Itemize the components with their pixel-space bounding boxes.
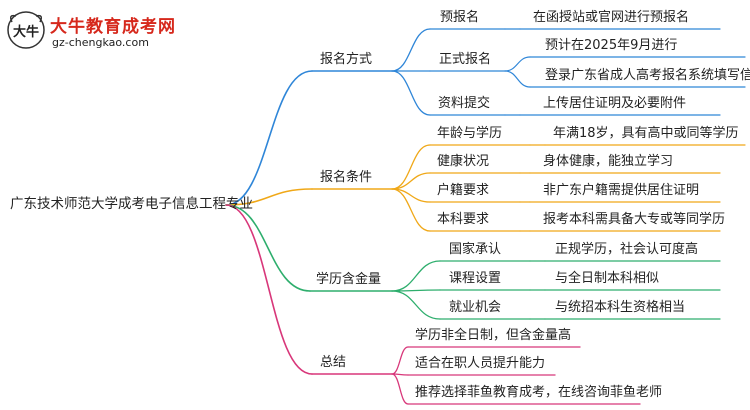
item-state-recognized: 国家承认: [449, 242, 502, 257]
item-connector: [391, 144, 431, 190]
item-connector: [391, 28, 431, 72]
item-health: 健康状况: [437, 154, 490, 169]
item-connector: [391, 172, 431, 190]
item-household: 户籍要求: [437, 183, 490, 198]
item-document-submission: 资料提交: [438, 96, 491, 111]
detail-household: 非广东户籍需提供居住证明: [543, 183, 700, 198]
item-pre-registration: 预报名: [440, 10, 480, 25]
branch-connector: [225, 204, 311, 292]
branch-connector: [225, 70, 313, 206]
detail-formal-registration-system: 登录广东省成人高考报名系统填写信息: [545, 68, 750, 83]
detail-pre-registration: 在函授站或官网进行预报名: [533, 10, 690, 25]
detail-formal-registration-date: 预计在2025年9月进行: [545, 38, 678, 53]
branch-connector: [225, 188, 313, 206]
detail-bachelor: 报考本科需具备大专或等同学历: [543, 212, 726, 227]
item-bachelor: 本科要求: [437, 212, 490, 227]
branch-label-registration-method: 报名方式: [320, 52, 373, 67]
item-formal-registration: 正式报名: [439, 52, 492, 67]
detail-document-submission: 上传居住证明及必要附件: [543, 96, 687, 111]
detail-health: 身体健康，能独立学习: [543, 154, 674, 169]
branch-label-summary: 总结: [320, 355, 347, 370]
branch-connector: [225, 204, 313, 375]
detail-connector: [504, 70, 531, 88]
item-connector: [391, 373, 409, 405]
branch-label-requirements: 报名条件: [320, 170, 373, 185]
summary-item-suitable: 适合在职人员提升能力: [415, 356, 546, 371]
bull-logo-icon: 大牛: [7, 11, 45, 49]
branch-label-degree-value: 学历含金量: [316, 272, 382, 287]
item-connector: [391, 260, 441, 292]
root-topic: 广东技术师范大学成考电子信息工程专业: [10, 196, 253, 212]
detail-connector: [504, 56, 531, 72]
detail-state-recognized: 正规学历，社会认可度高: [555, 242, 699, 257]
item-employment: 就业机会: [449, 300, 502, 315]
item-connector: [391, 290, 441, 320]
detail-curriculum: 与全日制本科相似: [555, 271, 660, 286]
item-connector: [391, 346, 409, 375]
item-curriculum: 课程设置: [449, 271, 502, 286]
detail-age-education: 年满18岁，具有高中或同等学历: [553, 126, 739, 141]
logo-title: 大牛教育成考网: [50, 17, 176, 37]
item-age-education: 年龄与学历: [437, 126, 503, 141]
logo-url: gz-chengkao.com: [52, 36, 149, 49]
site-logo[interactable]: 大牛 大牛教育成考网 gz-chengkao.com: [6, 8, 176, 56]
detail-employment: 与统招本科生资格相当: [555, 300, 686, 315]
item-connector: [391, 188, 431, 232]
summary-item-recommend: 推荐选择菲鱼教育成考，在线咨询菲鱼老师: [415, 385, 663, 400]
summary-item-part-time: 学历非全日制，但含金量高: [415, 328, 572, 343]
logo-mark-text: 大牛: [13, 24, 39, 40]
item-connector: [391, 70, 431, 116]
